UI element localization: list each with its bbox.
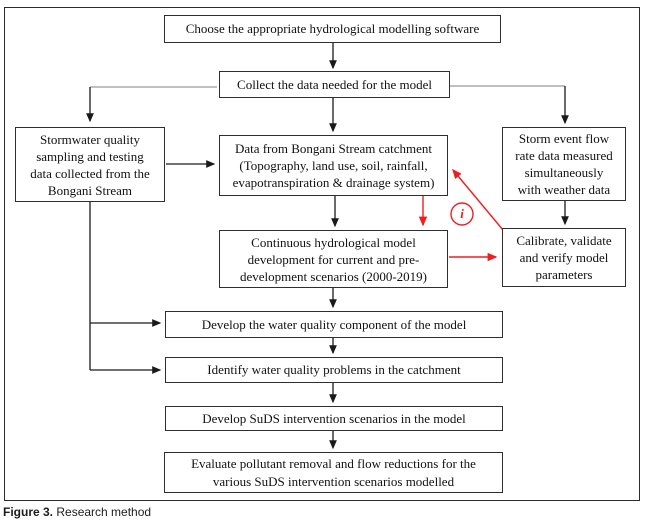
gray-rails [90,85,565,88]
flow-node-storm-event-flow: Storm event flow rate data measured simu… [502,127,626,201]
flow-node-catchment-data: Data from Bongani Stream catchment (Topo… [219,135,448,196]
flow-node-stormwater-sampling: Stormwater quality sampling and testing … [15,127,165,202]
flow-node-collect-data: Collect the data needed for the model [219,71,450,98]
flow-node-identify-problems: Identify water quality problems in the c… [165,357,503,383]
red-arrows [418,168,504,262]
flow-node-continuous-model: Continuous hydrological model developmen… [219,230,448,288]
flow-node-calibrate-validate: Calibrate, validate and verify model par… [502,228,626,287]
flow-node-evaluate-pollutant-removal: Evaluate pollutant removal and flow redu… [164,452,503,493]
red-arrow-calibrate-to-catchment [452,168,504,231]
flow-node-develop-water-quality: Develop the water quality component of t… [165,311,503,338]
annotation-i-circle [450,202,474,226]
flow-node-develop-suds-scenarios: Develop SuDS intervention scenarios in t… [165,406,503,431]
figure-caption: Figure 3. Research method [3,505,151,519]
annotation-i-label: i [460,206,464,221]
black-arrows [86,43,569,450]
flow-node-choose-software: Choose the appropriate hydrological mode… [164,15,501,43]
figure-caption-label: Figure 3. [3,505,54,519]
figure-caption-text: Research method [53,505,152,519]
